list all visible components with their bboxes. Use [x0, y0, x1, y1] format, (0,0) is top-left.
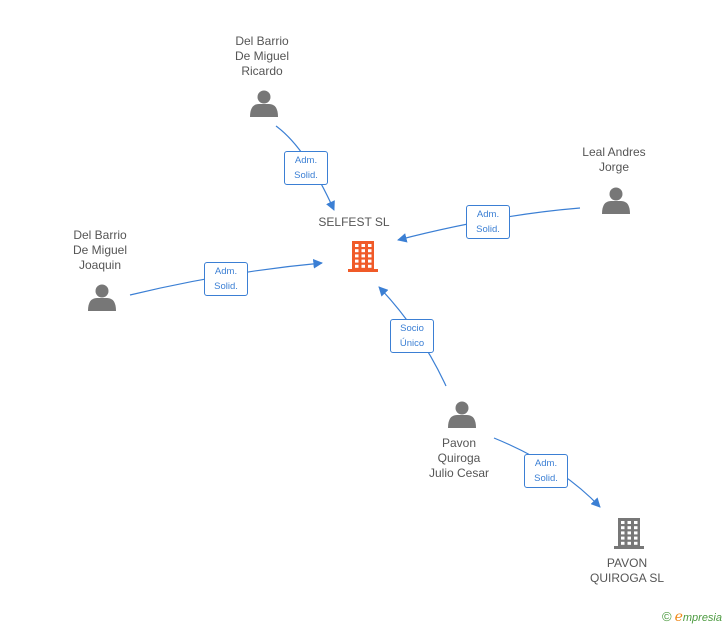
node-label-line: Joaquin: [78, 258, 122, 272]
node-label-line: Del Barrio: [235, 34, 289, 48]
node-label-line: Pavon: [441, 436, 477, 450]
node-label-line: Quiroga: [437, 451, 481, 465]
edge-label-line: Adm.: [294, 155, 318, 166]
node-label-line: De Miguel: [72, 243, 128, 257]
edge-label-julio-to-pavon_sl[interactable]: Adm. Solid.: [524, 454, 568, 488]
person-icon-joaquin[interactable]: [88, 284, 116, 312]
building-icon-selfest[interactable]: [348, 241, 378, 272]
node-label-line: Leal Andres: [582, 145, 646, 159]
person-icon-jorge[interactable]: [602, 187, 630, 215]
edge-label-line: Solid.: [476, 224, 500, 235]
edge-label-line: Solid.: [214, 281, 238, 292]
edge-label-line: Único: [399, 338, 425, 349]
edge-label-line: Socio: [400, 323, 424, 334]
edge-label-line: Solid.: [534, 473, 558, 484]
edge-label-jorge-to-selfest[interactable]: Adm. Solid.: [466, 205, 510, 239]
node-label-line: De Miguel: [234, 49, 290, 63]
person-icon-julio[interactable]: [448, 401, 476, 429]
node-label-line: PAVON: [606, 556, 648, 570]
building-icon-pavon_sl[interactable]: [614, 518, 644, 549]
node-label-line: QUIROGA SL: [589, 571, 665, 585]
node-label-line: Del Barrio: [73, 228, 127, 242]
edge-label-joaquin-to-selfest[interactable]: Adm. Solid.: [204, 262, 248, 296]
copyright-icon: ©: [661, 609, 672, 624]
footer-brand: ©empresia: [662, 609, 722, 625]
node-label-line: Jorge: [598, 160, 630, 174]
brand-initial: e: [674, 609, 683, 625]
edge-label-line: Solid.: [294, 170, 318, 181]
node-label-line: Ricardo: [241, 64, 283, 78]
node-label-line: Julio Cesar: [428, 466, 490, 480]
edge-label-line: Adm.: [476, 209, 500, 220]
edge-label-ricardo-to-selfest[interactable]: Adm. Solid.: [284, 151, 328, 185]
edge-label-line: Adm.: [214, 266, 238, 277]
edge-label-line: Adm.: [534, 458, 558, 469]
person-icon-ricardo[interactable]: [250, 90, 278, 118]
node-label-selfest[interactable]: SELFEST SL: [294, 215, 414, 230]
node-label-line: SELFEST SL: [318, 215, 390, 229]
brand-name: mpresia: [682, 612, 722, 624]
